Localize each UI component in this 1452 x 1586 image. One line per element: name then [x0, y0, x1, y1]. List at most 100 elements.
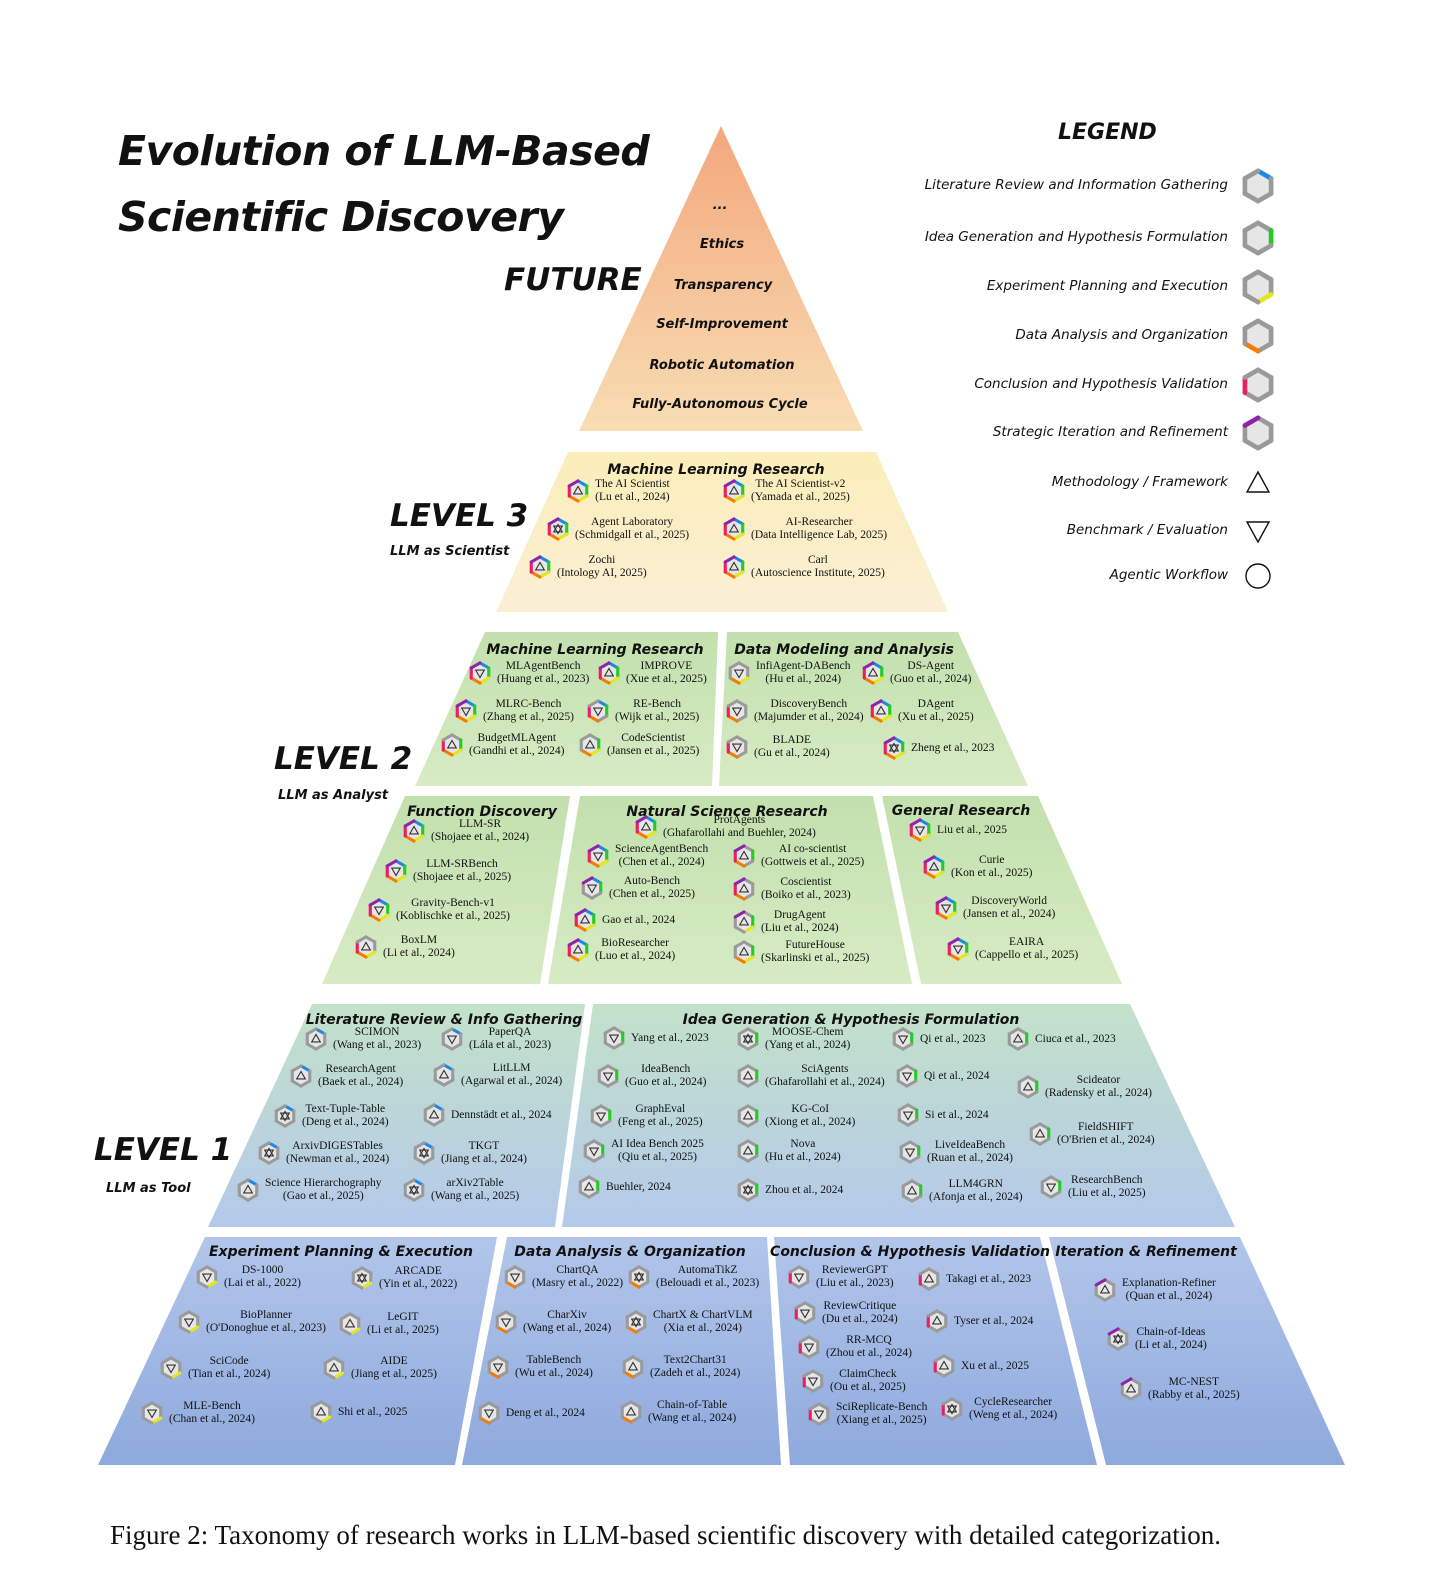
paper-citation: The AI Scientist-v2(Yamada et al., 2025): [751, 478, 850, 504]
category-hexagon-icon: [486, 1355, 510, 1379]
paper-citation: AIDE(Jiang et al., 2025): [351, 1355, 437, 1381]
paper-cite: (Afonja et al., 2024): [929, 1191, 1023, 1203]
paper-name: Carl: [808, 554, 828, 566]
paper-cite: (Jansen et al., 2024): [963, 908, 1056, 920]
paper-entry: Qi et al., 2023: [891, 1027, 985, 1051]
paper-citation: Auto-Bench(Chen et al., 2025): [609, 875, 695, 901]
paper-citation: Qi et al., 2023: [920, 1033, 985, 1046]
paper-citation: Gao et al., 2024: [602, 914, 675, 927]
paper-name: LeGIT: [387, 1311, 419, 1323]
section-heading: Literature Review & Info Gathering: [305, 1012, 583, 1028]
paper-entry: AutomaTikZ(Belouadi et al., 2023): [627, 1264, 759, 1290]
paper-name: Text-Tuple-Table: [305, 1103, 386, 1115]
paper-entry: DiscoveryBench(Majumder et al., 2024): [725, 698, 864, 724]
paper-entry: LeGIT(Li et al., 2025): [338, 1311, 439, 1337]
paper-entry: Takagi et al., 2023: [917, 1267, 1031, 1291]
category-hexagon-icon: [546, 517, 570, 541]
paper-entry: Yang et al., 2023: [602, 1026, 709, 1050]
category-hexagon-icon: [722, 555, 746, 579]
paper-entry: GraphEval(Feng et al., 2025): [589, 1103, 703, 1129]
category-hexagon-icon: [589, 1104, 613, 1128]
paper-citation: ResearchBench(Liu et al., 2025): [1068, 1174, 1146, 1200]
category-hexagon-icon: [577, 1175, 601, 1199]
paper-name: DS-Agent: [907, 660, 955, 672]
category-hexagon-icon: [793, 1301, 817, 1325]
paper-name: Qi et al., 2023: [920, 1032, 986, 1045]
paper-name: Si et al., 2024: [925, 1108, 989, 1121]
level0-conc-band: [774, 1237, 1097, 1465]
paper-citation: Explanation-Refiner(Quan et al., 2024): [1122, 1277, 1216, 1303]
category-hexagon-icon: [573, 908, 597, 932]
paper-name: Science Hierarchography: [265, 1177, 382, 1189]
paper-entry: LiveIdeaBench(Ruan et al., 2024): [898, 1139, 1013, 1165]
paper-cite: (Deng et al., 2024): [302, 1116, 389, 1128]
paper-cite: (Xu et al., 2025): [898, 711, 974, 723]
paper-name: ReviewerGPT: [821, 1264, 888, 1276]
paper-citation: Zheng et al., 2023: [911, 742, 994, 755]
paper-citation: Carl(Autoscience Institute, 2025): [751, 554, 885, 580]
paper-entry: CycleResearcher(Weng et al., 2024): [940, 1396, 1057, 1422]
category-hexagon-icon: [412, 1141, 436, 1165]
paper-citation: Qi et al., 2024: [924, 1070, 989, 1083]
paper-entry: Chain-of-Ideas(Li et al., 2024): [1106, 1326, 1207, 1352]
category-hexagon-icon: [736, 1104, 760, 1128]
paper-citation: Chain-of-Table(Wang et al., 2024): [648, 1399, 736, 1425]
section-heading: Conclusion & Hypothesis Validation: [770, 1244, 1050, 1260]
category-hexagon-icon: [801, 1369, 825, 1393]
paper-name: Gravity-Bench-v1: [411, 897, 495, 909]
paper-entry: ResearchBench(Liu et al., 2025): [1039, 1174, 1146, 1200]
paper-name: IdeaBench: [641, 1063, 691, 1075]
paper-cite: (Masry et al., 2022): [532, 1277, 624, 1289]
paper-citation: ChartQA(Masry et al., 2022): [532, 1264, 623, 1290]
paper-cite: (Boiko et al., 2023): [761, 889, 851, 901]
category-hexagon-icon: [722, 479, 746, 503]
category-hexagon-icon: [908, 818, 932, 842]
paper-cite: (O'Brien et al., 2024): [1057, 1134, 1155, 1146]
paper-name: ResearchAgent: [325, 1063, 396, 1075]
category-hexagon-icon: [566, 938, 590, 962]
paper-citation: LLM4GRN(Afonja et al., 2024): [929, 1178, 1023, 1204]
paper-cite: (Wang et al., 2025): [431, 1190, 520, 1202]
paper-citation: BioResearcher(Luo et al., 2024): [595, 937, 675, 963]
paper-cite: (Schmidgall et al., 2025): [575, 529, 690, 541]
paper-cite: (Li et al., 2025): [367, 1324, 439, 1336]
category-hexagon-icon: [917, 1267, 941, 1291]
category-hexagon-icon: [1016, 1075, 1040, 1099]
paper-entry: ARCADE(Yin et al., 2022): [350, 1265, 457, 1291]
paper-entry: TKGT(Jiang et al., 2024): [412, 1140, 527, 1166]
category-hexagon-icon: [896, 1103, 920, 1127]
hexagon-conclusion-icon: [1240, 367, 1276, 403]
paper-name: FieldSHIFT: [1077, 1121, 1134, 1133]
paper-cite: (Chen et al., 2024): [618, 856, 705, 868]
future-item: Self-Improvement: [656, 317, 788, 332]
category-hexagon-icon: [732, 940, 756, 964]
paper-cite: (Feng et al., 2025): [618, 1116, 703, 1128]
category-hexagon-icon: [736, 1064, 760, 1088]
paper-cite: (Yang et al., 2024): [765, 1039, 851, 1051]
paper-entry: Deng et al., 2024: [477, 1401, 585, 1425]
category-hexagon-icon: [440, 733, 464, 757]
category-hexagon-icon: [1093, 1278, 1117, 1302]
paper-citation: BLADE(Gu et al., 2024): [754, 734, 830, 760]
paper-citation: IMPROVE(Xue et al., 2025): [626, 660, 707, 686]
paper-citation: ChartX & ChartVLM(Xia et al., 2024): [653, 1309, 753, 1335]
paper-name: Curie: [978, 854, 1005, 866]
category-hexagon-icon: [236, 1178, 260, 1202]
paper-citation: RR-MCQ(Zhou et al., 2024): [826, 1334, 912, 1360]
paper-citation: FutureHouse(Skarlinski et al., 2025): [761, 939, 869, 965]
paper-name: MC-NEST: [1168, 1376, 1220, 1388]
paper-entry: MLRC-Bench(Zhang et al., 2025): [454, 698, 574, 724]
category-hexagon-icon: [566, 479, 590, 503]
hexagon-iteration-icon: [1240, 415, 1276, 451]
paper-entry: BoxLM(Li et al., 2024): [354, 934, 455, 960]
category-hexagon-icon: [934, 896, 958, 920]
paper-name: The AI Scientist: [595, 478, 670, 490]
paper-cite: (O'Donoghue et al., 2023): [206, 1322, 326, 1334]
paper-citation: SCIMON(Wang et al., 2023): [333, 1026, 421, 1052]
paper-cite: (Majumder et al., 2024): [754, 711, 864, 723]
paper-entry: SciCode(Tian et al., 2024): [159, 1355, 270, 1381]
paper-entry: Coscientist(Boiko et al., 2023): [732, 876, 851, 902]
category-hexagon-icon: [732, 877, 756, 901]
paper-name: LLM-SR: [458, 818, 502, 830]
category-hexagon-icon: [432, 1063, 456, 1087]
